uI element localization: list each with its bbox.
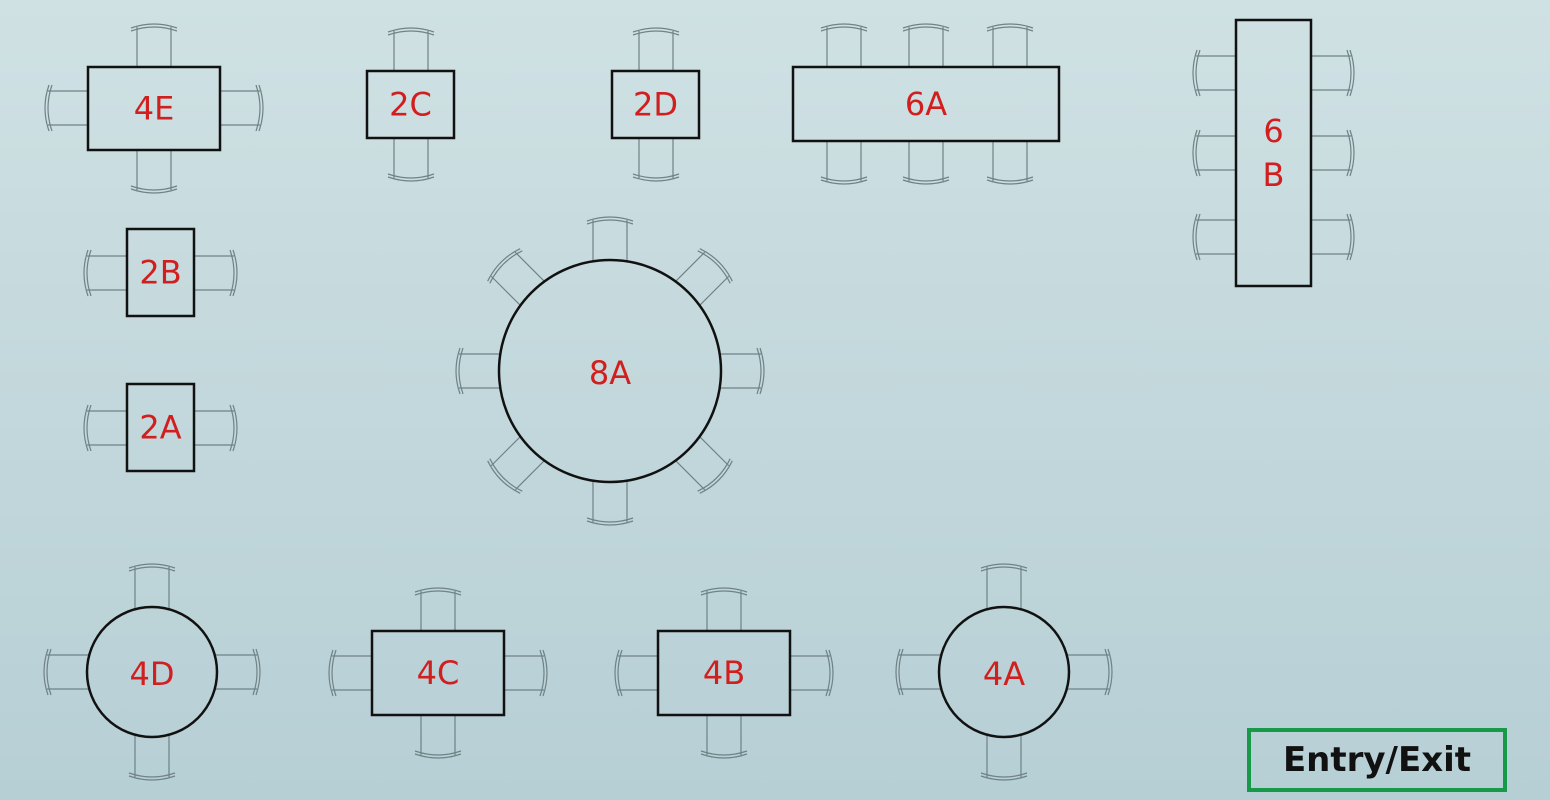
chair-icon (820, 23, 868, 67)
chair-icon (43, 648, 89, 696)
chair-icon (414, 587, 462, 631)
chair-icon (700, 715, 748, 759)
chair-icon (1311, 213, 1355, 261)
chair-icon (455, 347, 501, 395)
table-top (610, 69, 701, 140)
table-4e[interactable]: 4E (44, 23, 264, 194)
table-top (86, 65, 222, 152)
table-top (1234, 18, 1313, 288)
chair-icon (614, 649, 658, 697)
chair-icon (1192, 49, 1236, 97)
chair-icon (328, 649, 372, 697)
table-top (937, 605, 1071, 739)
table-label: 2A (139, 409, 181, 447)
chair-icon (895, 648, 941, 696)
table-4a[interactable]: 4A (895, 563, 1113, 781)
chair-icon (902, 23, 950, 67)
chair-icon (387, 27, 435, 71)
table-label: 4E (134, 90, 175, 128)
chair-icon (83, 404, 127, 452)
chair-icon (980, 563, 1028, 609)
chair-icon (128, 735, 176, 781)
chair-icon (820, 141, 868, 185)
table-2b[interactable]: 2B (83, 227, 238, 318)
table-top (370, 629, 506, 717)
chair-icon (790, 649, 834, 697)
chair-icon (487, 435, 546, 494)
table-top (365, 69, 456, 140)
table-2a[interactable]: 2A (83, 382, 238, 473)
table-top (85, 605, 219, 739)
chair-icon (632, 27, 680, 71)
table-4b[interactable]: 4B (614, 587, 834, 759)
chair-icon (674, 435, 733, 494)
chair-icon (586, 216, 634, 262)
chair-icon (1311, 49, 1355, 97)
table-label: 4B (703, 654, 745, 692)
chair-icon (130, 150, 178, 194)
chair-icon (980, 735, 1028, 781)
table-top (125, 382, 196, 473)
table-2d[interactable]: 2D (610, 27, 701, 182)
chair-icon (83, 249, 127, 297)
entry-exit-button[interactable]: Entry/Exit (1247, 728, 1507, 792)
table-label: 2C (389, 86, 432, 124)
chair-icon (632, 138, 680, 182)
table-label: 2D (633, 86, 678, 124)
chair-icon (44, 84, 88, 132)
chair-icon (586, 480, 634, 526)
chair-icon (1311, 129, 1355, 177)
table-6a[interactable]: 6A (791, 23, 1061, 185)
table-top (125, 227, 196, 318)
chair-icon (902, 141, 950, 185)
chair-icon (130, 23, 178, 67)
chair-icon (1192, 129, 1236, 177)
chair-icon (504, 649, 548, 697)
table-label: 6A (905, 85, 947, 123)
table-top (656, 629, 792, 717)
table-label: 2B (139, 254, 181, 292)
chair-icon (986, 141, 1034, 185)
chair-icon (487, 248, 546, 307)
chair-icon (674, 248, 733, 307)
table-4c[interactable]: 4C (328, 587, 548, 759)
chair-icon (220, 84, 264, 132)
table-label: 4A (983, 655, 1025, 693)
chair-icon (387, 138, 435, 182)
chair-icon (128, 563, 176, 609)
table-4d[interactable]: 4D (43, 563, 261, 781)
table-top (497, 258, 723, 484)
table-label: 4D (130, 655, 175, 693)
table-2c[interactable]: 2C (365, 27, 456, 182)
chair-icon (414, 715, 462, 759)
chair-icon (719, 347, 765, 395)
chair-icon (1067, 648, 1113, 696)
chair-icon (194, 404, 238, 452)
table-top (791, 65, 1061, 143)
table-8a[interactable]: 8A (455, 216, 765, 526)
chair-icon (700, 587, 748, 631)
chair-icon (986, 23, 1034, 67)
chair-icon (194, 249, 238, 297)
chair-icon (215, 648, 261, 696)
table-label: 8A (589, 354, 631, 392)
table-label: 4C (417, 654, 460, 692)
chair-icon (1192, 213, 1236, 261)
